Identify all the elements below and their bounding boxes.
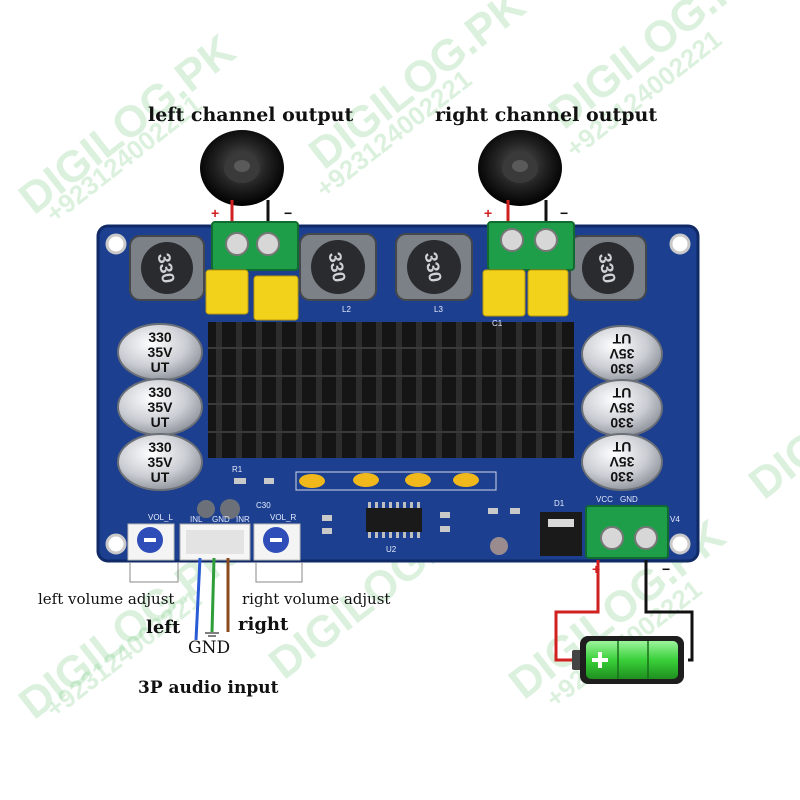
small-capacitor xyxy=(353,473,379,487)
wire-left-blue xyxy=(194,557,202,641)
film-capacitor xyxy=(527,269,569,317)
smd-part xyxy=(440,526,450,532)
power-black-wire xyxy=(644,560,694,662)
smd-part xyxy=(322,528,332,534)
ref-r1: R1 xyxy=(232,465,243,474)
cap-marking-value: 330 xyxy=(610,469,634,485)
film-capacitor xyxy=(205,269,249,315)
ref-vol-l: VOL_L xyxy=(148,513,173,522)
cap-marking-series: UT xyxy=(151,414,170,430)
smd-part xyxy=(440,512,450,518)
cap-marking-series: UT xyxy=(612,439,631,455)
ref-l3: L3 xyxy=(434,305,443,314)
power-minus: − xyxy=(662,561,670,577)
wire-gnd-green xyxy=(210,557,216,633)
cap-marking-series: UT xyxy=(151,359,170,375)
cap-marking-voltage: 35V xyxy=(148,399,174,415)
right-output-minus: − xyxy=(560,205,568,221)
audio-input-connector xyxy=(179,523,251,561)
cap-marking-voltage: 35V xyxy=(148,454,174,470)
right-speaker xyxy=(478,130,562,206)
ic-chip xyxy=(366,502,422,538)
cap-marking-voltage: 35V xyxy=(609,346,635,362)
smd-part xyxy=(234,478,246,484)
smd-part xyxy=(488,508,498,514)
small-electrolytic xyxy=(490,537,508,555)
left-channel-output-label: left channel output xyxy=(148,104,354,126)
left-volume-potentiometer xyxy=(127,523,175,561)
inductor-4 xyxy=(569,235,647,301)
wire-left-label: left xyxy=(146,617,181,638)
cap-marking-value: 330 xyxy=(148,439,172,455)
inductor-2 xyxy=(299,233,377,301)
wire-gnd-label: GND xyxy=(188,638,231,658)
right-volume-potentiometer xyxy=(253,523,301,561)
cap-marking-series: UT xyxy=(612,385,631,401)
film-capacitor xyxy=(253,275,299,321)
ref-c1: C1 xyxy=(492,319,503,328)
left-speaker xyxy=(200,130,284,206)
mount-hole xyxy=(669,233,691,255)
cap-marking-voltage: 35V xyxy=(609,454,635,470)
component-outline xyxy=(295,471,497,491)
inductor-1 xyxy=(129,235,205,301)
smd-part xyxy=(510,508,520,514)
left-volume-callout xyxy=(129,562,179,583)
left-output-terminal xyxy=(211,221,299,271)
pin-label-vcc: VCC xyxy=(596,495,613,504)
pin-label-inl: INL xyxy=(190,515,203,524)
cap-marking-voltage: 35V xyxy=(148,344,174,360)
small-capacitor xyxy=(299,474,325,488)
power-red-wire xyxy=(554,560,600,662)
ref-d1: D1 xyxy=(554,499,565,508)
right-output-plus: + xyxy=(484,205,492,221)
power-plus: + xyxy=(592,561,600,577)
small-capacitor xyxy=(405,473,431,487)
cap-marking-series: UT xyxy=(612,331,631,347)
heatsink xyxy=(208,322,574,458)
inductor-3 xyxy=(395,233,473,301)
right-channel-output-label: right channel output xyxy=(435,104,658,126)
left-output-minus: − xyxy=(284,205,292,221)
cap-marking-value: 330 xyxy=(148,329,172,345)
left-output-plus: + xyxy=(211,205,219,221)
mount-hole xyxy=(105,233,127,255)
right-volume-callout xyxy=(255,562,303,583)
gnd-symbol xyxy=(205,632,219,637)
cap-marking-value: 330 xyxy=(610,415,634,431)
right-output-terminal xyxy=(487,221,575,271)
right-volume-adjust-label: right volume adjust xyxy=(242,590,391,608)
cap-marking-value: 330 xyxy=(148,384,172,400)
wire-right-label: right xyxy=(238,614,289,635)
electrolytic-capacitor xyxy=(117,433,203,491)
audio-input-label: 3P audio input xyxy=(138,678,279,698)
small-electrolytic xyxy=(197,500,215,518)
cap-marking-series: UT xyxy=(151,469,170,485)
electrolytic-capacitor xyxy=(581,433,663,491)
diode xyxy=(540,512,582,556)
mount-hole xyxy=(105,533,127,555)
mount-hole xyxy=(669,533,691,555)
pin-label-inr: INR xyxy=(236,515,250,524)
left-volume-adjust-label: left volume adjust xyxy=(38,590,175,608)
pin-label-gnd: GND xyxy=(212,515,230,524)
film-capacitor xyxy=(482,269,526,317)
small-electrolytic xyxy=(220,499,240,519)
cap-marking-voltage: 35V xyxy=(609,400,635,416)
cap-marking-value: 330 xyxy=(610,361,634,377)
ref-l2: L2 xyxy=(342,305,351,314)
power-input-terminal xyxy=(585,505,669,559)
ref-v4: V4 xyxy=(670,515,680,524)
battery-icon xyxy=(572,636,684,684)
ref-vol-r: VOL_R xyxy=(270,513,296,522)
small-capacitor xyxy=(453,473,479,487)
ref-u2: U2 xyxy=(386,545,397,554)
smd-part xyxy=(322,515,332,521)
pin-label-power-gnd: GND xyxy=(620,495,638,504)
ref-c30: C30 xyxy=(256,501,271,510)
smd-part xyxy=(264,478,274,484)
